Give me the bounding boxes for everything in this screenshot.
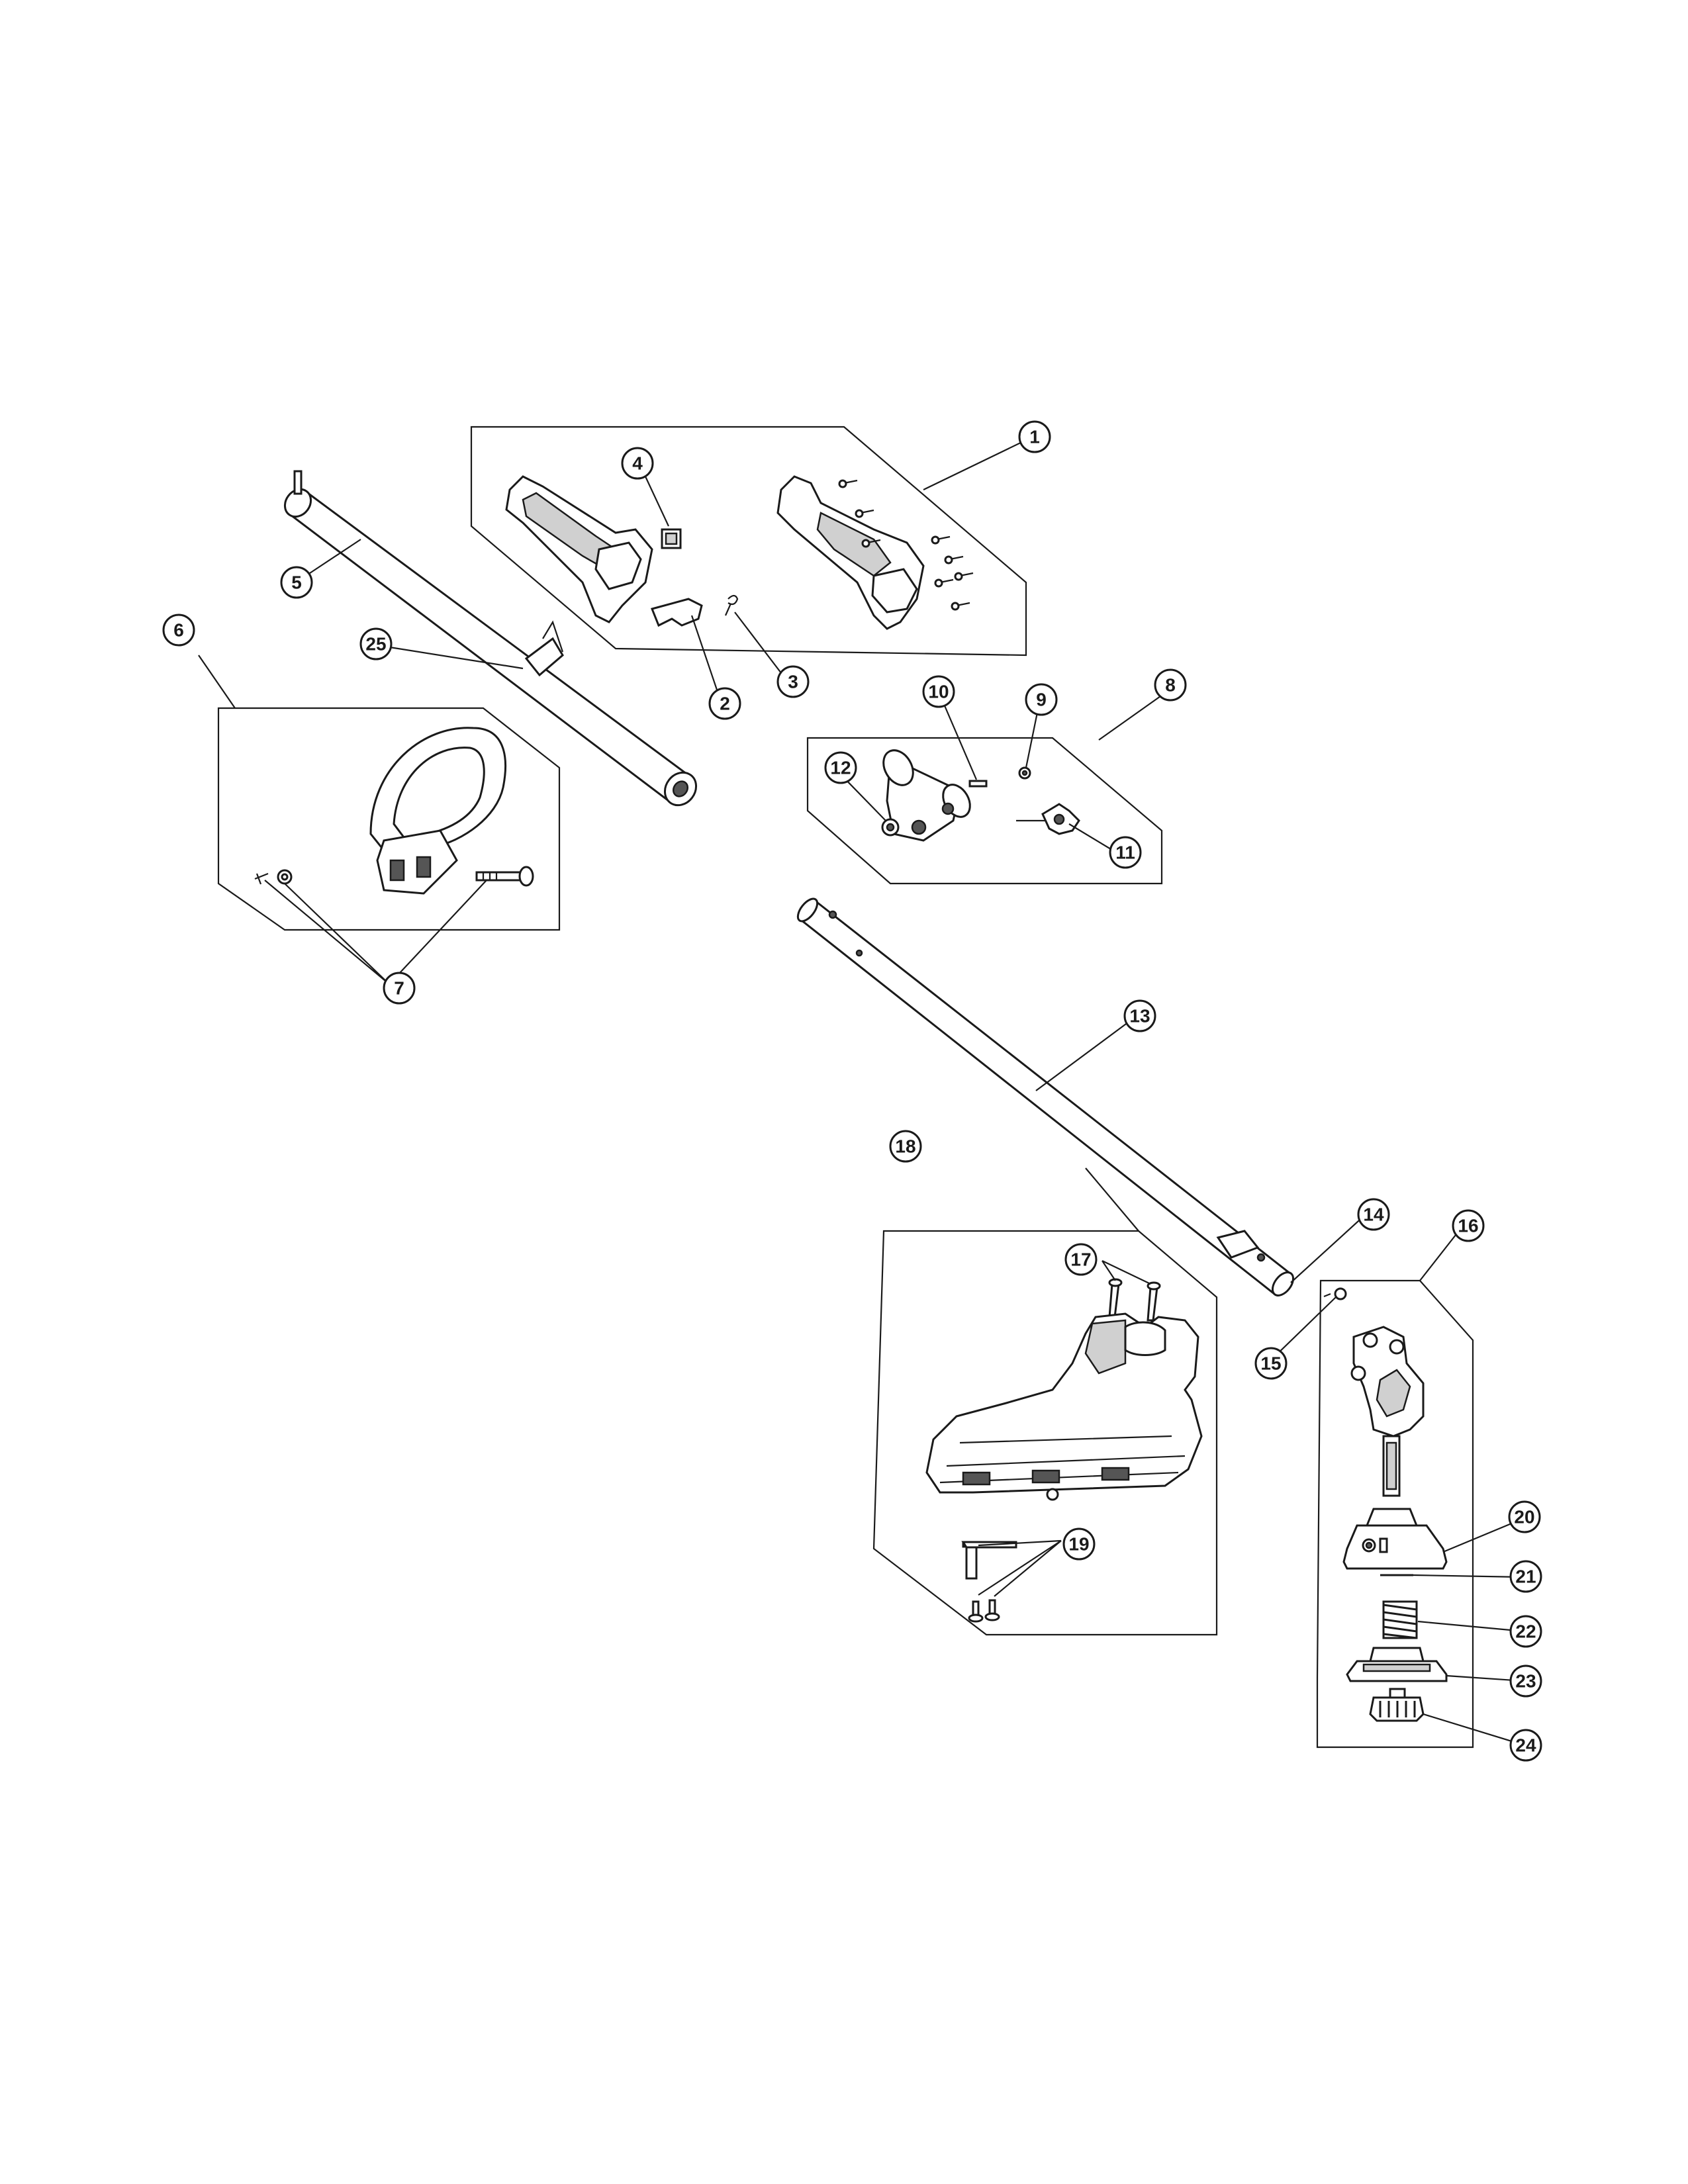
- svg-text:11: 11: [1115, 842, 1135, 863]
- svg-text:23: 23: [1515, 1671, 1536, 1692]
- callout-16: 16: [1452, 1209, 1485, 1242]
- coupler-nut-part-12: [881, 818, 900, 837]
- svg-text:21: 21: [1515, 1567, 1536, 1587]
- svg-text:16: 16: [1458, 1216, 1478, 1236]
- svg-text:2: 2: [720, 694, 730, 714]
- callout-2: 2: [708, 687, 741, 720]
- spring-part-3: [724, 594, 739, 616]
- callout-1: 1: [1018, 420, 1051, 453]
- callout-24: 24: [1509, 1729, 1542, 1762]
- svg-text:19: 19: [1068, 1534, 1089, 1555]
- spool-part-23: [1346, 1647, 1448, 1682]
- shaft-clamp-part-25: [524, 620, 564, 677]
- svg-text:15: 15: [1260, 1353, 1281, 1374]
- callout-8: 8: [1154, 668, 1187, 702]
- callout-5: 5: [280, 566, 313, 599]
- coupler-housing: [882, 749, 971, 842]
- callout-3: 3: [776, 665, 810, 698]
- trimmer-guard: [925, 1312, 1203, 1501]
- upper-shaft: [283, 470, 698, 807]
- coupler-pin-part-10: [968, 780, 988, 788]
- callout-20: 20: [1508, 1500, 1541, 1533]
- callout-23: 23: [1509, 1664, 1542, 1698]
- callout-21: 21: [1509, 1560, 1542, 1593]
- callout-18: 18: [889, 1130, 922, 1163]
- svg-text:5: 5: [291, 572, 302, 593]
- svg-text:1: 1: [1029, 427, 1040, 447]
- svg-text:25: 25: [365, 634, 386, 655]
- callout-7: 7: [383, 972, 416, 1005]
- svg-text:20: 20: [1514, 1507, 1534, 1527]
- leader-lines: [198, 439, 1525, 1747]
- callout-4: 4: [621, 447, 654, 480]
- callout-10: 10: [922, 675, 955, 708]
- svg-text:24: 24: [1515, 1735, 1536, 1756]
- spring-part-22: [1382, 1600, 1418, 1639]
- svg-text:12: 12: [830, 758, 851, 778]
- callout-19: 19: [1062, 1527, 1096, 1561]
- callout-12: 12: [824, 751, 857, 784]
- spool-housing-part-20: [1342, 1508, 1448, 1570]
- lower-shaft: [796, 897, 1295, 1297]
- coupler-screw-part-9: [1018, 766, 1031, 780]
- handle-housing-left-half: [505, 475, 653, 623]
- svg-text:10: 10: [928, 682, 949, 702]
- gearhead-screw-part-15: [1323, 1287, 1347, 1300]
- front-d-handle: [369, 727, 507, 895]
- svg-text:3: 3: [788, 672, 798, 692]
- svg-text:13: 13: [1129, 1006, 1150, 1026]
- callout-9: 9: [1025, 683, 1058, 716]
- svg-text:22: 22: [1515, 1621, 1536, 1642]
- svg-text:6: 6: [173, 620, 184, 641]
- hex-key-part-19: [961, 1541, 1017, 1580]
- callout-6: 6: [162, 614, 195, 647]
- trigger-part-2: [650, 598, 703, 627]
- knob-part-11: [1016, 803, 1080, 835]
- group-box-front-handle: [217, 707, 561, 931]
- callout-14: 14: [1357, 1198, 1390, 1231]
- handle-housing-right-half: [776, 475, 925, 630]
- switch-part-4: [661, 528, 682, 549]
- gearhead: [1350, 1326, 1425, 1497]
- bump-knob-part-24: [1369, 1688, 1425, 1722]
- callout-17: 17: [1064, 1243, 1098, 1276]
- svg-text:14: 14: [1363, 1205, 1384, 1225]
- housing-screws: [838, 479, 974, 611]
- svg-text:8: 8: [1165, 675, 1176, 696]
- svg-text:18: 18: [895, 1136, 915, 1157]
- callout-22: 22: [1509, 1615, 1542, 1648]
- group-box-coupler: [806, 737, 1163, 885]
- callout-13: 13: [1123, 999, 1156, 1032]
- svg-text:17: 17: [1070, 1250, 1091, 1270]
- callout-15: 15: [1254, 1347, 1288, 1380]
- group-box-handle-housing: [470, 426, 1027, 657]
- callout-25: 25: [359, 627, 393, 660]
- svg-text:4: 4: [632, 453, 643, 474]
- callout-11: 11: [1109, 836, 1142, 869]
- svg-text:7: 7: [394, 978, 404, 999]
- guard-screws-part-19: [968, 1599, 1000, 1623]
- svg-text:9: 9: [1036, 690, 1047, 710]
